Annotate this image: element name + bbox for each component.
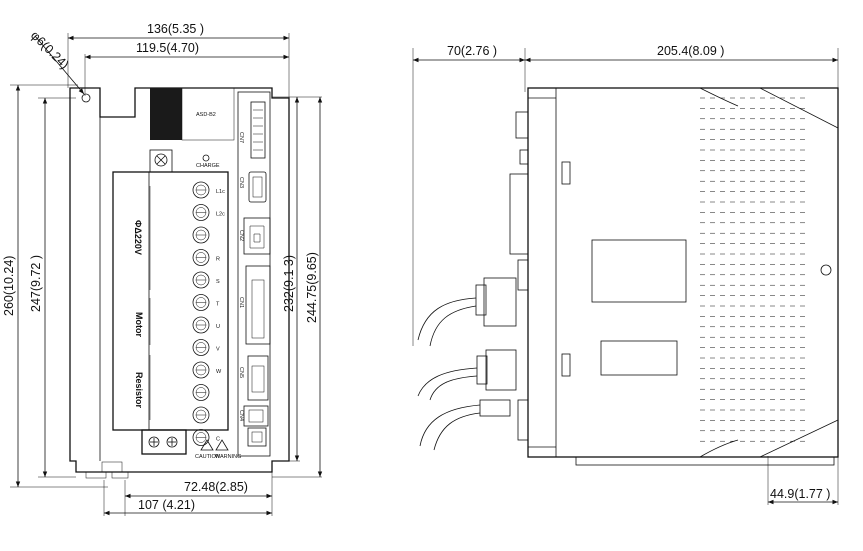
terminal-screw bbox=[192, 384, 210, 401]
resistor-label: Resistor bbox=[134, 372, 144, 409]
terminal-screw bbox=[192, 406, 210, 424]
power-label: ΦΔ220V bbox=[133, 220, 143, 255]
side-dimension-lines bbox=[413, 57, 838, 505]
dim-width-mount: 119.5(4.70) bbox=[136, 41, 199, 55]
dim-height-mount: 247(9.72 ) bbox=[29, 255, 43, 312]
dim-width-terminal: 72.48(2.85) bbox=[184, 480, 248, 494]
dim-depth-front: 70(2.76 ) bbox=[447, 44, 497, 58]
front-view: ASD-B2 CHARGE ΦΔ220V Motor Resistor L1cL… bbox=[2, 22, 323, 516]
front-housing: ASD-B2 bbox=[69, 87, 290, 479]
terminal-label: U bbox=[216, 324, 220, 330]
terminal-screw bbox=[192, 294, 210, 311]
side-cables bbox=[417, 277, 517, 451]
side-dimension-text: 70(2.76 ) 205.4(8.09 ) 44.9(1.77 ) bbox=[447, 44, 830, 501]
connector-label: CN2 bbox=[238, 230, 244, 241]
dim-depth-total: 205.4(8.09 ) bbox=[657, 44, 724, 58]
terminal-screw bbox=[192, 226, 210, 244]
terminal-screw bbox=[192, 204, 210, 221]
terminal-screw bbox=[192, 271, 210, 289]
front-dimension-lines bbox=[15, 35, 323, 516]
terminal-label: W bbox=[216, 369, 222, 375]
side-extension-lines bbox=[412, 48, 839, 505]
mounting-hole bbox=[81, 93, 91, 103]
side-view: 70(2.76 ) 205.4(8.09 ) 44.9(1.77 ) bbox=[412, 44, 839, 505]
charge-label: CHARGE bbox=[196, 163, 220, 169]
side-housing bbox=[509, 87, 839, 466]
terminal-screw bbox=[192, 249, 210, 266]
connector-label: CN7 bbox=[238, 132, 244, 143]
caution-label: CAUTION bbox=[195, 454, 220, 460]
side-vents bbox=[700, 97, 806, 442]
dim-height-overall: 260(10.24) bbox=[2, 256, 16, 316]
terminal-label: C bbox=[216, 437, 220, 443]
connector-label: CN3 bbox=[238, 177, 244, 188]
motor-label: Motor bbox=[134, 312, 144, 337]
dim-width-overall: 136(5.35 ) bbox=[147, 22, 204, 36]
dim-hole: φ6(0.24) bbox=[28, 28, 72, 72]
dim-height-total: 244.75(9.65) bbox=[305, 252, 319, 323]
terminal-label: L1c bbox=[216, 189, 225, 195]
connector-label: CN1 bbox=[238, 297, 244, 308]
connector-label: CN5 bbox=[238, 367, 244, 378]
terminal-screw bbox=[192, 316, 210, 334]
terminal-label: T bbox=[216, 302, 220, 308]
connector-label: CN4 bbox=[238, 410, 244, 421]
terminal-label: L2c bbox=[216, 212, 225, 218]
terminal-screw bbox=[192, 429, 210, 446]
terminal-screw bbox=[192, 181, 210, 199]
terminal-label: V bbox=[216, 347, 220, 353]
warning-label: WARNING bbox=[215, 454, 241, 460]
dim-width-base: 107 (4.21) bbox=[138, 498, 195, 512]
terminal-label: S bbox=[216, 279, 220, 285]
dim-height-body: 232(9.1 3) bbox=[282, 255, 296, 312]
terminal-label: R bbox=[216, 257, 220, 263]
dim-offset: 44.9(1.77 ) bbox=[770, 487, 830, 501]
ground-block: CAUTION WARNING bbox=[141, 429, 241, 460]
svg-text:ASD-B2: ASD-B2 bbox=[196, 112, 216, 118]
terminal-screw bbox=[192, 339, 210, 356]
terminal-screws bbox=[192, 181, 210, 446]
terminal-screw bbox=[192, 361, 210, 379]
